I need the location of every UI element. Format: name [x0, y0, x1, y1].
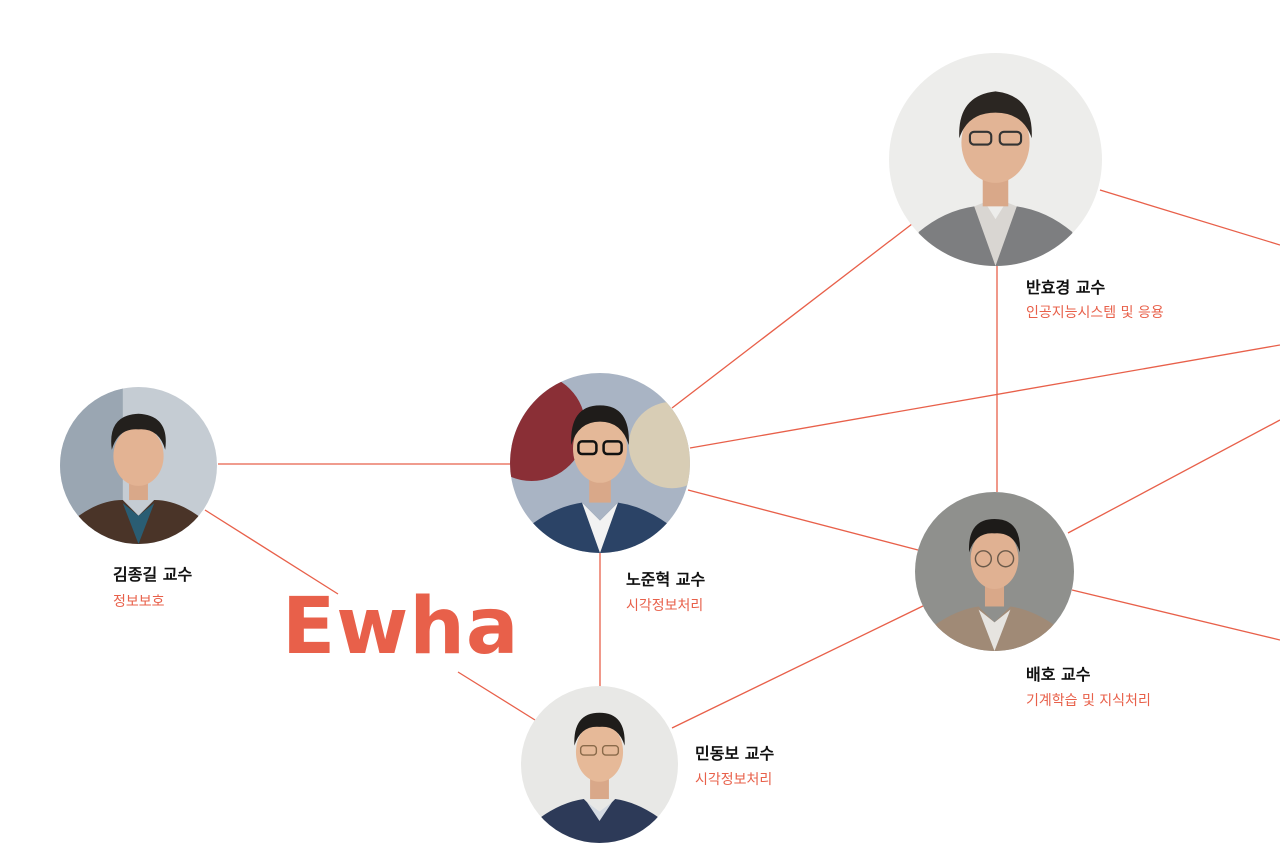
field-ban: 인공지능시스템 및 응용	[1026, 302, 1164, 322]
field-noh: 시각정보처리	[626, 595, 703, 615]
link-noh-bae	[688, 490, 918, 550]
avatar-min	[521, 686, 678, 843]
avatar-noh	[510, 373, 690, 553]
name-kim: 김종길 교수	[113, 561, 192, 585]
link-ban-offscreen	[1100, 190, 1280, 245]
link-bae-offscreen-2	[1072, 590, 1280, 640]
link-brand-min	[458, 672, 535, 720]
name-noh: 노준혁 교수	[626, 566, 705, 590]
field-bae: 기계학습 및 지식처리	[1026, 690, 1151, 710]
name-ban: 반효경 교수	[1026, 274, 1105, 298]
avatar-ban	[889, 53, 1102, 266]
field-kim: 정보보호	[113, 591, 165, 611]
ewha-wordmark: Ewha	[282, 588, 520, 666]
name-bae: 배호 교수	[1026, 661, 1090, 685]
field-min: 시각정보처리	[695, 769, 772, 789]
name-min: 민동보 교수	[695, 740, 774, 764]
link-noh-ban	[672, 224, 912, 408]
link-noh-offscreen	[690, 345, 1280, 448]
link-bae-offscreen-1	[1068, 420, 1280, 533]
avatar-kim	[60, 387, 217, 544]
link-min-bae	[672, 605, 925, 728]
avatar-bae	[915, 492, 1074, 651]
